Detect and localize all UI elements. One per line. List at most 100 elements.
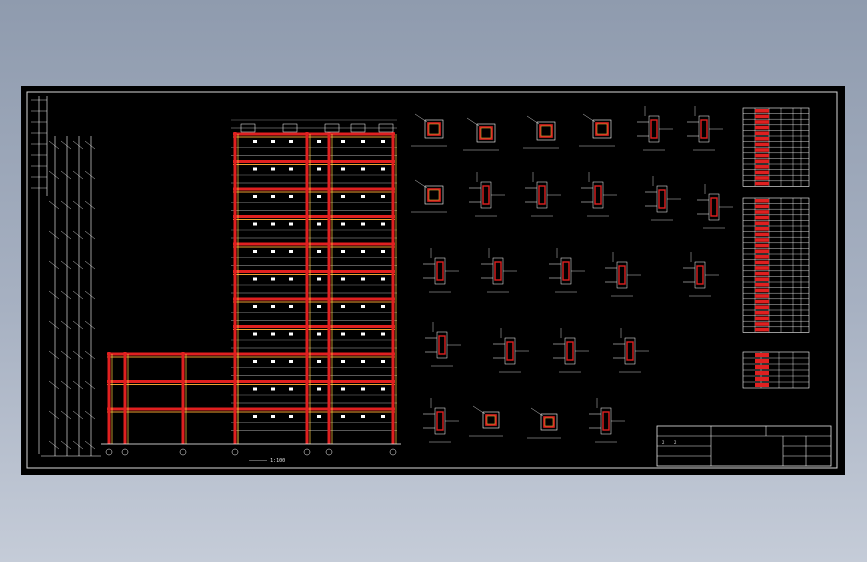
column-section [411,113,447,147]
dimension-mark [341,222,345,226]
joint-stirrup [658,189,666,209]
section-outline [536,121,556,141]
dimension-mark [381,250,385,253]
joint-detail [637,106,673,151]
dimension-mark [253,222,257,226]
section-rebar [428,123,440,135]
table-highlight-cell [755,238,769,242]
joint-stirrup [562,261,570,281]
column-section-details [411,106,733,443]
dimension-mark [361,250,365,253]
joint-stirrup [710,197,718,217]
table-highlight-cell [755,109,769,113]
joint-detail [589,398,625,443]
dimension-mark [361,222,365,226]
dimension-mark [271,360,275,363]
strip-diagonal-line [72,320,84,330]
dimension-mark [361,277,365,281]
strip-diagonal-line [72,350,84,360]
dimension-mark [361,360,365,363]
cad-drawing-viewport[interactable]: —————— 1:100 2 2 [21,86,845,475]
axis-bubble [179,448,187,456]
dimension-mark [289,415,293,418]
table-highlight-cell [755,114,769,119]
axis-bubble [303,448,311,456]
section-outline [424,119,444,139]
dimension-mark [381,387,385,391]
parapet-box [378,123,394,133]
dimension-mark [253,332,257,336]
joint-detail [613,328,649,373]
dimension-mark [253,195,257,198]
joint-detail [469,172,505,217]
dimension-mark [341,167,345,171]
strip-diagonal-line [60,140,72,150]
joint-detail [683,252,719,297]
table-highlight-cell [755,204,769,209]
table-highlight-cell [755,377,769,381]
joint-stirrup [700,119,708,139]
strip-diagonal-line [60,380,72,390]
section-stirrup [595,122,609,136]
joint-detail [605,252,641,297]
dimension-mark [381,140,385,143]
table-highlight-cell [755,260,769,265]
section-stirrup [539,124,553,138]
column-section [523,115,559,149]
strip-diagonal-line [60,440,72,450]
table-highlight-cell [755,327,769,332]
strip-diagonal-line [72,380,84,390]
table-highlight-cell [755,288,769,293]
dimension-mark [341,360,345,363]
joint-stirrup [436,411,444,431]
leader-line [582,113,596,123]
table-highlight-cell [755,210,769,214]
dimension-mark [341,305,345,308]
dimension-mark [289,250,293,253]
table-highlight-cell [755,243,769,248]
joint-stirrup [566,341,574,361]
dimension-mark [317,360,321,363]
strip-diagonal-line [48,380,60,390]
section-outline [592,119,612,139]
axis-bubble [325,448,333,456]
dimension-mark [271,415,275,418]
dimension-mark [271,195,275,198]
dimension-mark [253,277,257,281]
strip-diagonal-line [72,140,84,150]
joint-stirrup [438,335,446,355]
table-highlight-cell [755,311,769,315]
drawing-frame [26,91,838,469]
dimension-mark [361,167,365,171]
joint-detail [525,172,561,217]
parapet-box [350,123,366,133]
leader-line [414,179,428,189]
strip-diagonal-line [60,350,72,360]
frame-title: —————— 1:100 [249,458,285,464]
table-highlight-cell [755,125,769,130]
section-stirrup [543,416,555,428]
dimension-mark [341,277,345,281]
table-highlight-cell [755,232,769,237]
table-highlight-cell [755,181,769,186]
section-outline [424,185,444,205]
dimension-mark [317,332,321,336]
joint-detail [481,248,517,293]
strip-diagonal-line [84,230,96,240]
column-section [463,117,499,151]
strip-diagonal-line [48,440,60,450]
joint-stirrup [538,185,546,205]
joint-stirrup [482,185,490,205]
dimension-mark [341,195,345,198]
table-highlight-cell [755,371,769,375]
dimension-mark [271,140,275,143]
table-highlight-cell [755,322,769,326]
table-highlight-cell [755,271,769,276]
strip-diagonal-line [60,410,72,420]
dimension-mark [317,277,321,281]
joint-detail [697,184,733,229]
dimension-mark [341,140,345,143]
dimension-mark [361,305,365,308]
dimension-mark [253,167,257,171]
section-outline [540,413,558,431]
